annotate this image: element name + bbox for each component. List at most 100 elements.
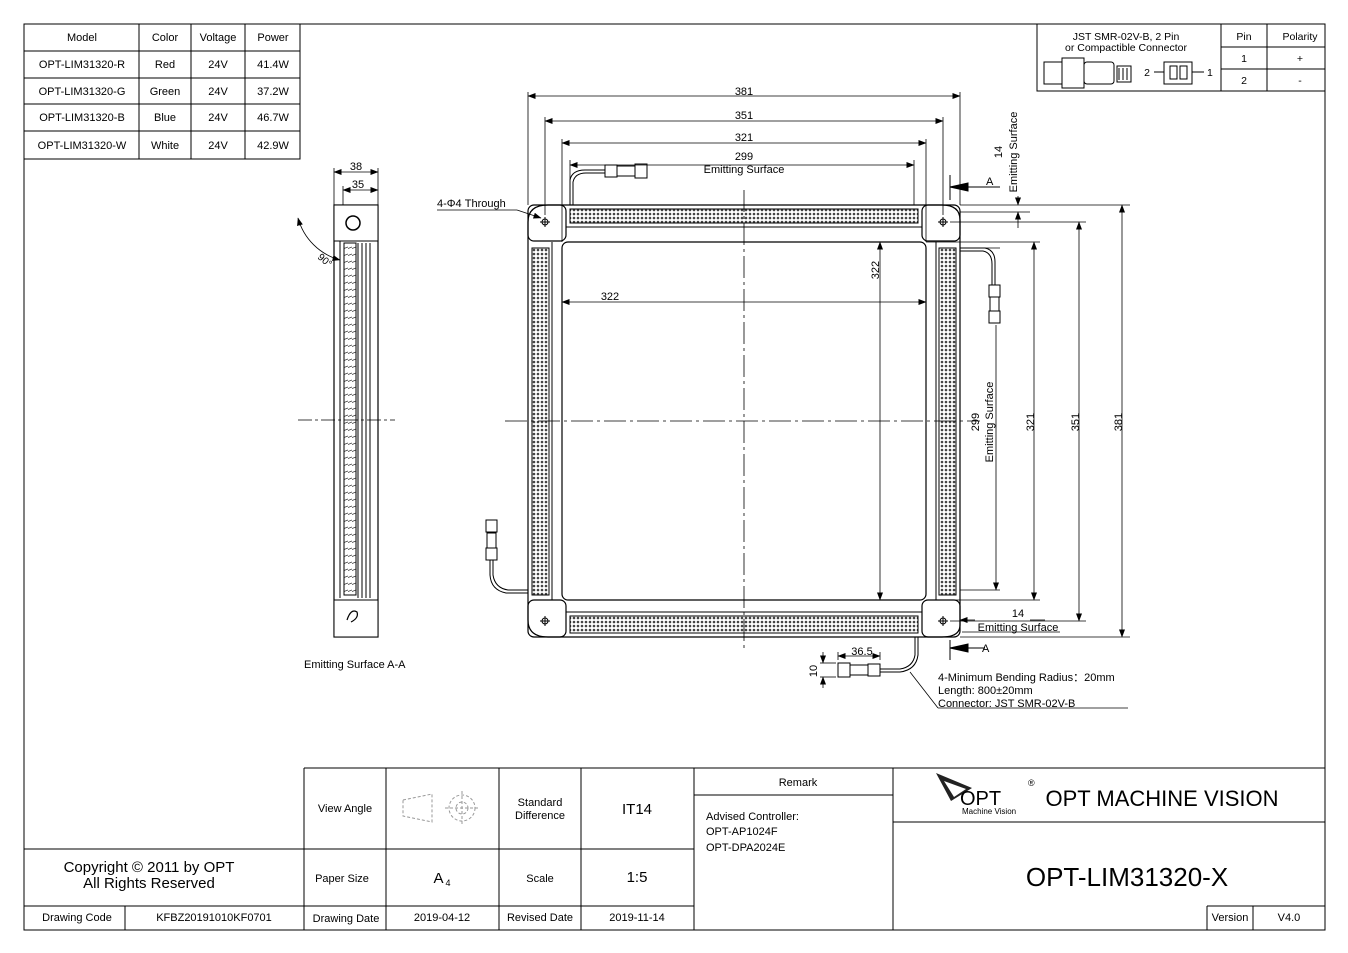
dim-351-v: 351 [1070, 413, 1082, 431]
angle-90: 90° [315, 252, 334, 270]
cable-note-connector: Connector: JST SMR-02V-B [938, 698, 1075, 710]
table-cell: Blue [154, 112, 176, 124]
side-section-view [297, 204, 395, 638]
dim-36-5: 36.5 [851, 646, 872, 658]
revised-date-value: 2019-11-14 [609, 912, 664, 924]
drawing-code-label: Drawing Code [42, 912, 112, 924]
table-cell: 37.2W [257, 86, 289, 98]
pin-2-label: 2 [1144, 67, 1150, 79]
revised-date-label: Revised Date [507, 912, 573, 924]
dim-321-v: 321 [1025, 413, 1037, 431]
emitting-surface-topright: Emitting Surface [1008, 112, 1020, 193]
voltage-header: Voltage [200, 32, 237, 44]
table-cell: 41.4W [257, 59, 289, 71]
projection-symbol-icon [402, 791, 480, 826]
scale-value: 1:5 [627, 869, 648, 886]
power-header: Power [257, 32, 289, 44]
paper-size-label: Paper Size [315, 873, 369, 885]
side-view-dimensions [333, 168, 379, 205]
emitting-surface-bottom: Emitting Surface [978, 622, 1059, 634]
polarity-cell: + [1297, 53, 1303, 65]
emitting-surface-right: Emitting Surface [984, 382, 996, 463]
logo-registered: ® [1028, 778, 1035, 788]
polarity-header: Polarity [1282, 31, 1318, 43]
table-cell: White [151, 140, 179, 152]
drawing-date-label: Drawing Date [313, 913, 380, 925]
table-cell: OPT-LIM31320-W [38, 140, 127, 152]
dim-299-h: 299 [735, 151, 753, 163]
view-angle-label: View Angle [318, 803, 372, 815]
table-cell: 24V [208, 59, 228, 71]
cable-note-length: Length: 800±20mm [938, 685, 1033, 697]
connector-title: JST SMR-02V-B, 2 Pin [1073, 31, 1180, 43]
company-name: OPT MACHINE VISION [1045, 786, 1278, 811]
logo-text: OPT [960, 788, 1001, 810]
dim-381-v: 381 [1113, 413, 1125, 431]
dim-299-v: 299 [970, 413, 982, 431]
table-cell: OPT-LIM31320-R [39, 59, 125, 71]
remark-label: Remark [779, 777, 818, 789]
dim-322-v: 322 [870, 261, 882, 279]
pin-cell: 2 [1241, 75, 1247, 87]
center-lines [505, 190, 980, 650]
cable-note-radius: 4-Minimum Bending Radius：20mm [938, 672, 1115, 684]
table-cell: Green [150, 86, 181, 98]
model-table: Model Color Voltage Power OPT-LIM31320-R… [23, 23, 301, 160]
top-dimensions [527, 92, 961, 601]
table-cell: Red [155, 59, 175, 71]
dim-322-h: 322 [601, 291, 619, 303]
holes-label: 4-Φ4 Through [437, 198, 506, 210]
sheet-border [23, 23, 1326, 931]
pin-header: Pin [1236, 31, 1251, 43]
holes-leader [437, 209, 542, 219]
remark-line-1: Advised Controller: [706, 811, 799, 823]
dim-38: 38 [350, 161, 362, 173]
section-a-top: A [986, 176, 994, 188]
dim-14-bottom: 14 [1012, 608, 1024, 620]
product-code: OPT-LIM31320-X [1026, 862, 1228, 892]
version-label: Version [1212, 912, 1249, 924]
right-dimensions [926, 196, 1130, 638]
dim-381-h: 381 [735, 86, 753, 98]
emitting-surface-top: Emitting Surface [704, 164, 785, 176]
dim-14-top: 14 [993, 146, 1005, 158]
remark-line-3: OPT-DPA2024E [706, 842, 785, 854]
version-value: V4.0 [1278, 912, 1301, 924]
logo-subtitle: Machine Vision [962, 807, 1016, 816]
connector-sketch-icon [1043, 57, 1204, 89]
copyright-line-2: All Rights Reserved [83, 875, 215, 892]
table-cell: 42.9W [257, 140, 289, 152]
scale-label: Scale [526, 873, 554, 885]
copyright-line-1: Copyright © 2011 by OPT [64, 859, 235, 876]
section-view-label: Emitting Surface A-A [304, 659, 406, 671]
section-a-bottom: A [982, 643, 990, 655]
opt-logo: OPT ® Machine Vision [936, 773, 1035, 816]
dim-35: 35 [352, 179, 364, 191]
table-cell: OPT-LIM31320-G [39, 86, 126, 98]
drawing-date-value: 2019-04-12 [414, 912, 470, 924]
table-cell: 24V [208, 112, 228, 124]
table-cell: OPT-LIM31320-B [39, 112, 125, 124]
dim-10: 10 [808, 665, 820, 677]
dim-351-h: 351 [735, 110, 753, 122]
section-markers [949, 175, 1000, 660]
pin-cell: 1 [1241, 53, 1247, 65]
dim-321-h: 321 [735, 132, 753, 144]
remark-line-2: OPT-AP1024F [706, 826, 778, 838]
connector-dimensions [820, 652, 1128, 709]
drawing-code-value: KFBZ20191010KF0701 [156, 912, 272, 924]
standard-difference-value: IT14 [622, 801, 652, 818]
connector-subtitle: or Compactible Connector [1065, 42, 1187, 54]
table-cell: 46.7W [257, 112, 289, 124]
pin-1-label: 1 [1207, 67, 1213, 79]
connector-pin-table: JST SMR-02V-B, 2 Pin or Compactible Conn… [1036, 23, 1326, 92]
table-cell: 24V [208, 86, 228, 98]
title-block [24, 767, 1325, 930]
color-header: Color [152, 32, 179, 44]
polarity-cell: - [1298, 75, 1302, 87]
table-cell: 24V [208, 140, 228, 152]
model-header: Model [67, 32, 97, 44]
